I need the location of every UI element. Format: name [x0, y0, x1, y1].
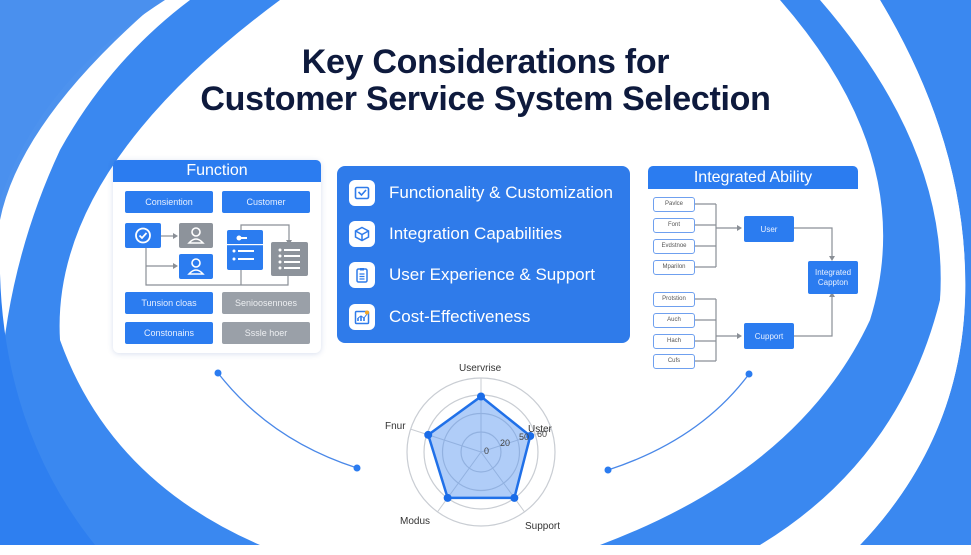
radar-tick-label: 20	[500, 438, 511, 448]
chart-icon	[349, 304, 375, 330]
function-box-top-left: Consiention	[125, 191, 213, 213]
support-input-node: Protstion	[653, 292, 695, 307]
criteria-item: User Experience & Support	[349, 261, 595, 289]
user-input-node: Mparilon	[653, 260, 695, 275]
page-title-line-2: Customer Service System Selection	[200, 80, 771, 118]
support-node: Cupport	[744, 323, 794, 349]
criteria-label: User Experience & Support	[389, 265, 595, 284]
checkbox-icon	[349, 180, 375, 206]
function-box-top-right: Customer	[222, 191, 310, 213]
criteria-panel: Functionality & Customization Integratio…	[337, 166, 630, 343]
function-panel-header: Function	[113, 160, 321, 182]
check-circle-icon	[125, 223, 161, 248]
user-icon	[179, 223, 213, 248]
cube-icon	[349, 221, 375, 247]
support-input-node: Hach	[653, 334, 695, 349]
user-input-node: Evdstnoe	[653, 239, 695, 254]
criteria-label: Functionality & Customization	[389, 183, 613, 202]
function-box: Sssle hoer	[222, 322, 310, 344]
integrated-ability-panel: Integrated Ability Pavlce Font Evdstnoe …	[648, 166, 858, 371]
support-input-node: Cufs	[653, 354, 695, 369]
radar-axis-label: Modus	[400, 516, 431, 527]
criteria-item: Integration Capabilities	[349, 220, 562, 248]
function-box: Constonains	[125, 322, 213, 344]
criteria-item: Cost-Effectiveness	[349, 303, 530, 331]
form-icon	[227, 230, 263, 270]
list-icon	[271, 242, 308, 276]
integrated-output-node: Integrated Cappton	[808, 261, 858, 294]
criteria-label: Cost-Effectiveness	[389, 307, 531, 326]
clipboard-icon	[349, 262, 375, 288]
criteria-item: Functionality & Customization	[349, 179, 613, 207]
user-node: User	[744, 216, 794, 242]
function-box: Tunsion cloas	[125, 292, 213, 314]
radar-tick-label: 0	[484, 446, 490, 456]
radar-tick-label: 60	[537, 429, 548, 439]
radar-axis-label: Support	[525, 521, 561, 532]
function-panel: Function Consiention Customer Tunsion cl…	[113, 160, 321, 353]
radar-axis-label: Uservrise	[459, 363, 502, 374]
criteria-label: Integration Capabilities	[389, 224, 562, 243]
support-input-node: Auch	[653, 313, 695, 328]
function-box: Senioosennoes	[222, 292, 310, 314]
user-input-node: Pavlce	[653, 197, 695, 212]
integrated-panel-header: Integrated Ability	[648, 166, 858, 189]
radar-tick-label: 50	[519, 432, 530, 442]
radar-axis-label: Uster	[528, 424, 552, 435]
radar-axis-label: Fnur	[385, 421, 406, 432]
user-icon	[179, 254, 213, 279]
page-title-line-1: Key Considerations for	[301, 43, 670, 81]
user-input-node: Font	[653, 218, 695, 233]
